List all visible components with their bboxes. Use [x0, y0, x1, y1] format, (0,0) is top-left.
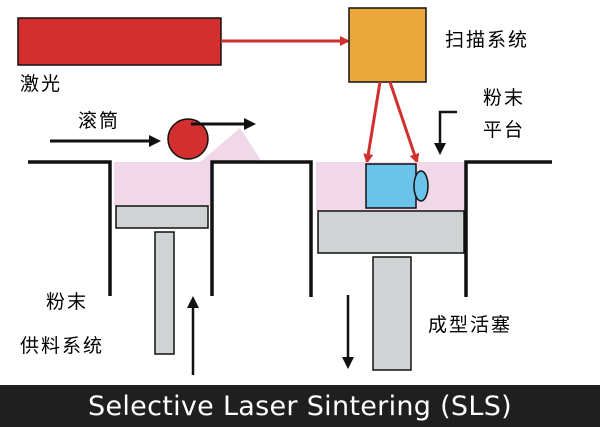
- roller-label: 滚筒: [78, 110, 120, 132]
- feed-chamber-right-wall: [210, 160, 313, 297]
- scanner-label: 扫描系统: [445, 29, 529, 51]
- sintered-part-cap: [413, 170, 429, 202]
- feed-powder: [114, 162, 210, 206]
- sintered-part: [365, 163, 417, 209]
- scan-beam-left: [363, 81, 382, 164]
- laser-label: 激光: [20, 73, 62, 95]
- feed-label-line2: 供料系统: [20, 335, 104, 357]
- build-piston-head: [317, 210, 465, 254]
- title-banner: Selective Laser Sintering (SLS): [0, 385, 600, 427]
- feed-piston-rod: [154, 231, 175, 355]
- roller: [167, 118, 209, 160]
- platform-pointer-icon: [434, 110, 457, 155]
- build-piston-label: 成型活塞: [428, 314, 512, 336]
- powder-pile: [200, 128, 262, 162]
- platform-label-line1: 粉末: [483, 87, 525, 109]
- machine-outline: [28, 160, 112, 296]
- feed-piston-head: [115, 205, 209, 229]
- feed-label-line1: 粉末: [46, 291, 88, 313]
- build-piston-rod: [372, 256, 412, 371]
- scanner-box: [348, 7, 427, 83]
- build-chamber-right-wall: [464, 160, 552, 297]
- laser-source: [17, 17, 222, 66]
- platform-label-line2: 平台: [483, 119, 525, 141]
- scan-beam-right: [388, 81, 420, 164]
- banner-title: Selective Laser Sintering (SLS): [88, 390, 512, 422]
